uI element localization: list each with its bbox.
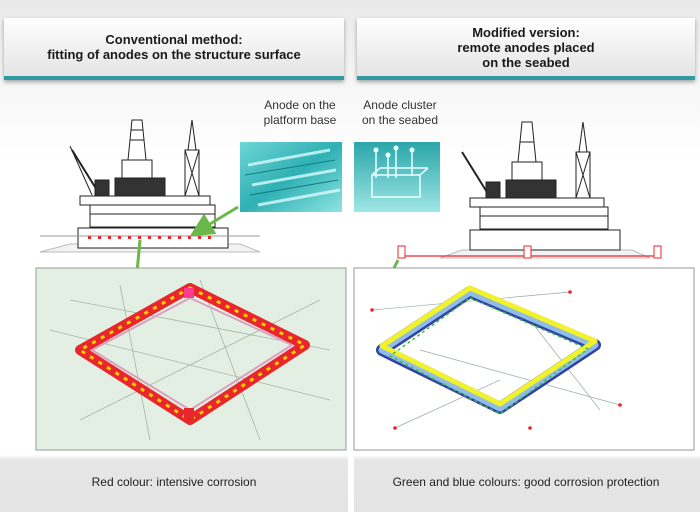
- header-modified-text: Modified version: remote anodes placed o…: [457, 24, 595, 70]
- footer-right-text: Green and blue colours: good corrosion p…: [392, 475, 660, 489]
- seabed-anodes-right: [397, 245, 662, 259]
- platform-right-illustration: [439, 121, 651, 259]
- header-conventional-text: Conventional method: fitting of anodes o…: [47, 32, 301, 62]
- caption-anode-platform: Anode on the platform base: [263, 98, 337, 127]
- footer-right-note: Green and blue colours: good corrosion p…: [357, 462, 695, 502]
- simulation-panel-right: [353, 267, 695, 451]
- simulation-panel-left: [35, 267, 347, 451]
- footer-separator: [348, 455, 354, 512]
- anode-cluster-photo: [354, 142, 440, 212]
- header-modified-version: Modified version: remote anodes placed o…: [357, 18, 695, 80]
- footer-left-note: Red colour: intensive corrosion: [4, 462, 344, 502]
- anode-markers-left: [88, 236, 211, 239]
- header-conventional-method: Conventional method: fitting of anodes o…: [4, 18, 344, 80]
- footer-left-text: Red colour: intensive corrosion: [91, 475, 257, 489]
- caption-anode-cluster: Anode cluster on the seabed: [361, 98, 439, 127]
- anode-platform-photo: [240, 142, 342, 212]
- platform-left-illustration: [39, 119, 261, 253]
